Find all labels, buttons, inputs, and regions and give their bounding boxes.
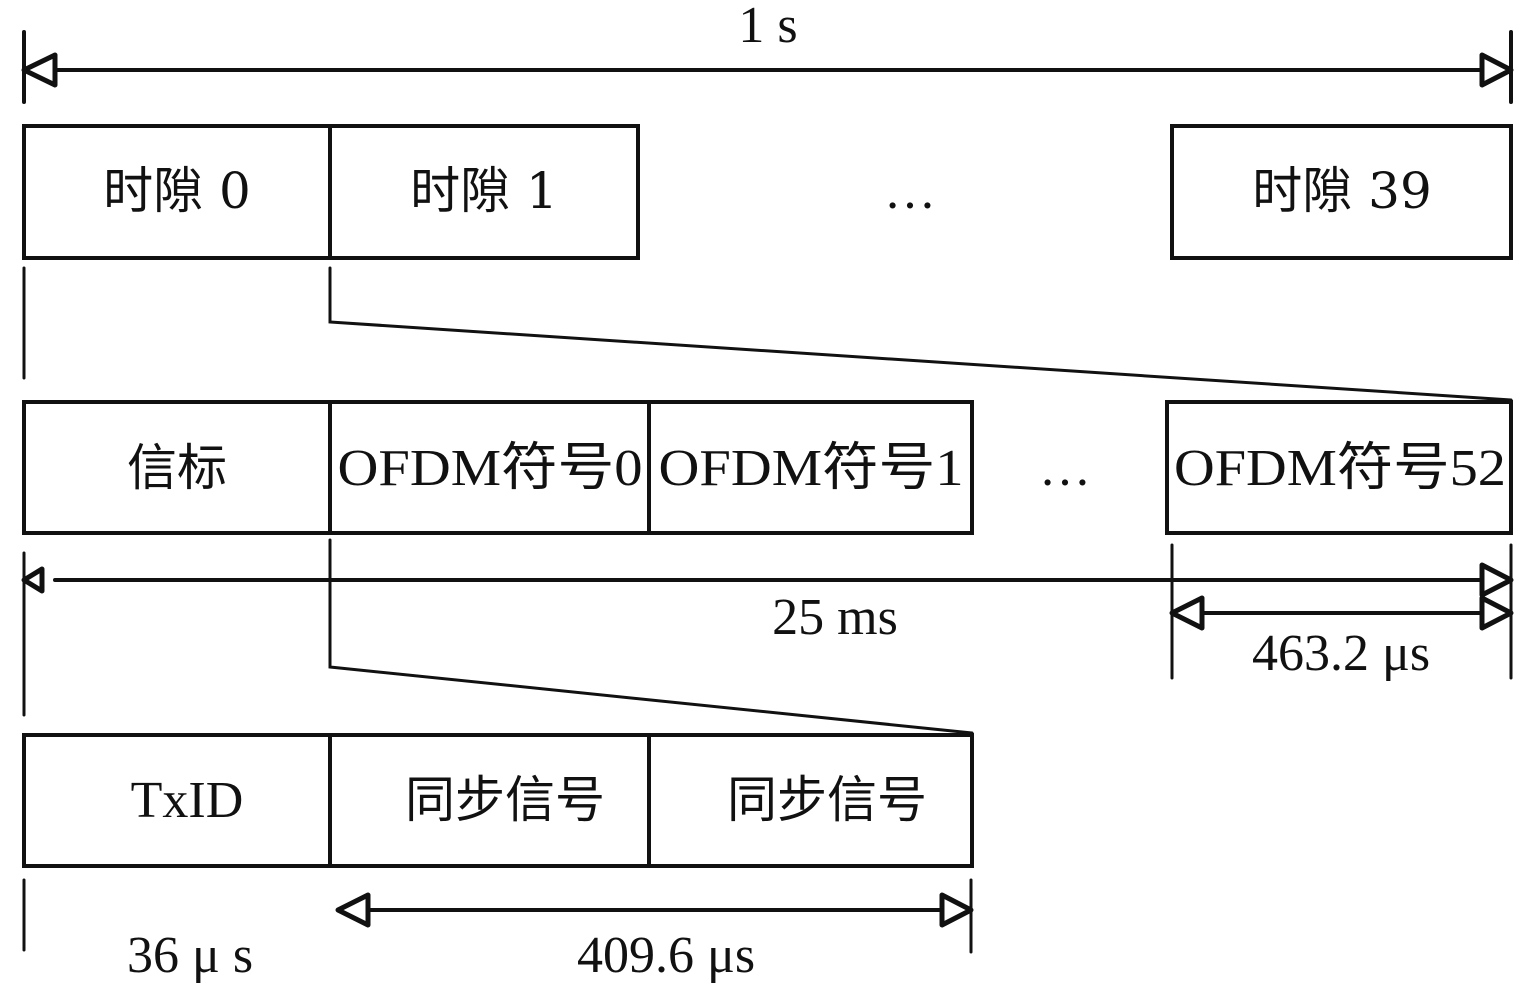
arrow-left-icon <box>1169 595 1205 631</box>
ofdm-symbol-0: OFDM符号0 <box>328 400 651 535</box>
frame-25ms-dimension: 25 ms <box>21 551 1514 717</box>
arrow-left-icon <box>21 566 45 594</box>
symbol-structure-row: TxID 同步信号 同步信号 <box>22 733 974 868</box>
slot-39: 时隙 39 <box>1170 124 1513 260</box>
sync-signal-cell-1: 同步信号 <box>328 733 651 868</box>
zoom-line-right <box>328 538 974 735</box>
one-second-dimension: 1 s <box>21 0 1514 104</box>
beacon-label: 信标 <box>127 439 227 497</box>
slot-1: 时隙 1 <box>328 124 640 260</box>
sync-signal-label-2: 同步信号 <box>727 771 927 829</box>
ofdm-symbol-0-label: OFDM符号0 <box>338 440 643 497</box>
sync-signal-label-1: 同步信号 <box>405 771 605 829</box>
txid-duration-label: 36 μ s <box>127 927 253 984</box>
sync-duration-label: 409.6 μs <box>577 927 755 984</box>
ofdm-symbol-1-label: OFDM符号1 <box>659 440 964 497</box>
arrow-right-icon <box>1479 562 1514 598</box>
slot-ellipsis: … <box>884 163 936 220</box>
arrow-left-icon <box>335 892 371 928</box>
slot-0-label: 时隙 0 <box>103 162 251 220</box>
slot-row: 时隙 0 时隙 1 … 时隙 39 <box>22 124 1513 260</box>
sync-signal-cell-2: 同步信号 <box>647 733 974 868</box>
txid-label: TxID <box>131 772 244 829</box>
ofdm-symbol-52-label: OFDM符号52 <box>1174 440 1506 497</box>
slot-1-label: 时隙 1 <box>410 162 558 220</box>
frame-25ms-label: 25 ms <box>772 589 898 646</box>
slot-0: 时隙 0 <box>22 124 332 260</box>
arrow-right-icon <box>1479 595 1514 631</box>
arrow-right-icon <box>939 892 974 928</box>
arrow-left-icon <box>21 52 58 88</box>
symbol-duration-label: 463.2 μs <box>1252 625 1430 682</box>
arrow-right-icon <box>1479 52 1514 88</box>
slot-39-label: 时隙 39 <box>1252 162 1432 220</box>
zoom-lines-level2 <box>328 538 974 735</box>
ofdm-symbol-52: OFDM符号52 <box>1165 400 1513 535</box>
txid-duration: 36 μ s <box>22 878 253 984</box>
symbol-row: 信标 OFDM符号0 OFDM符号1 … OFDM符号52 <box>22 400 1513 535</box>
symbol-duration-dimension: 463.2 μs <box>1169 543 1514 682</box>
zoom-line-right <box>328 266 1513 402</box>
txid-cell: TxID <box>22 733 332 868</box>
one-second-label: 1 s <box>738 0 797 54</box>
symbol-ellipsis: … <box>1039 440 1091 497</box>
beacon-cell: 信标 <box>22 400 332 535</box>
zoom-lines-level1 <box>22 266 1513 402</box>
sync-duration-dimension: 409.6 μs <box>335 878 974 984</box>
ofdm-symbol-1: OFDM符号1 <box>647 400 974 535</box>
